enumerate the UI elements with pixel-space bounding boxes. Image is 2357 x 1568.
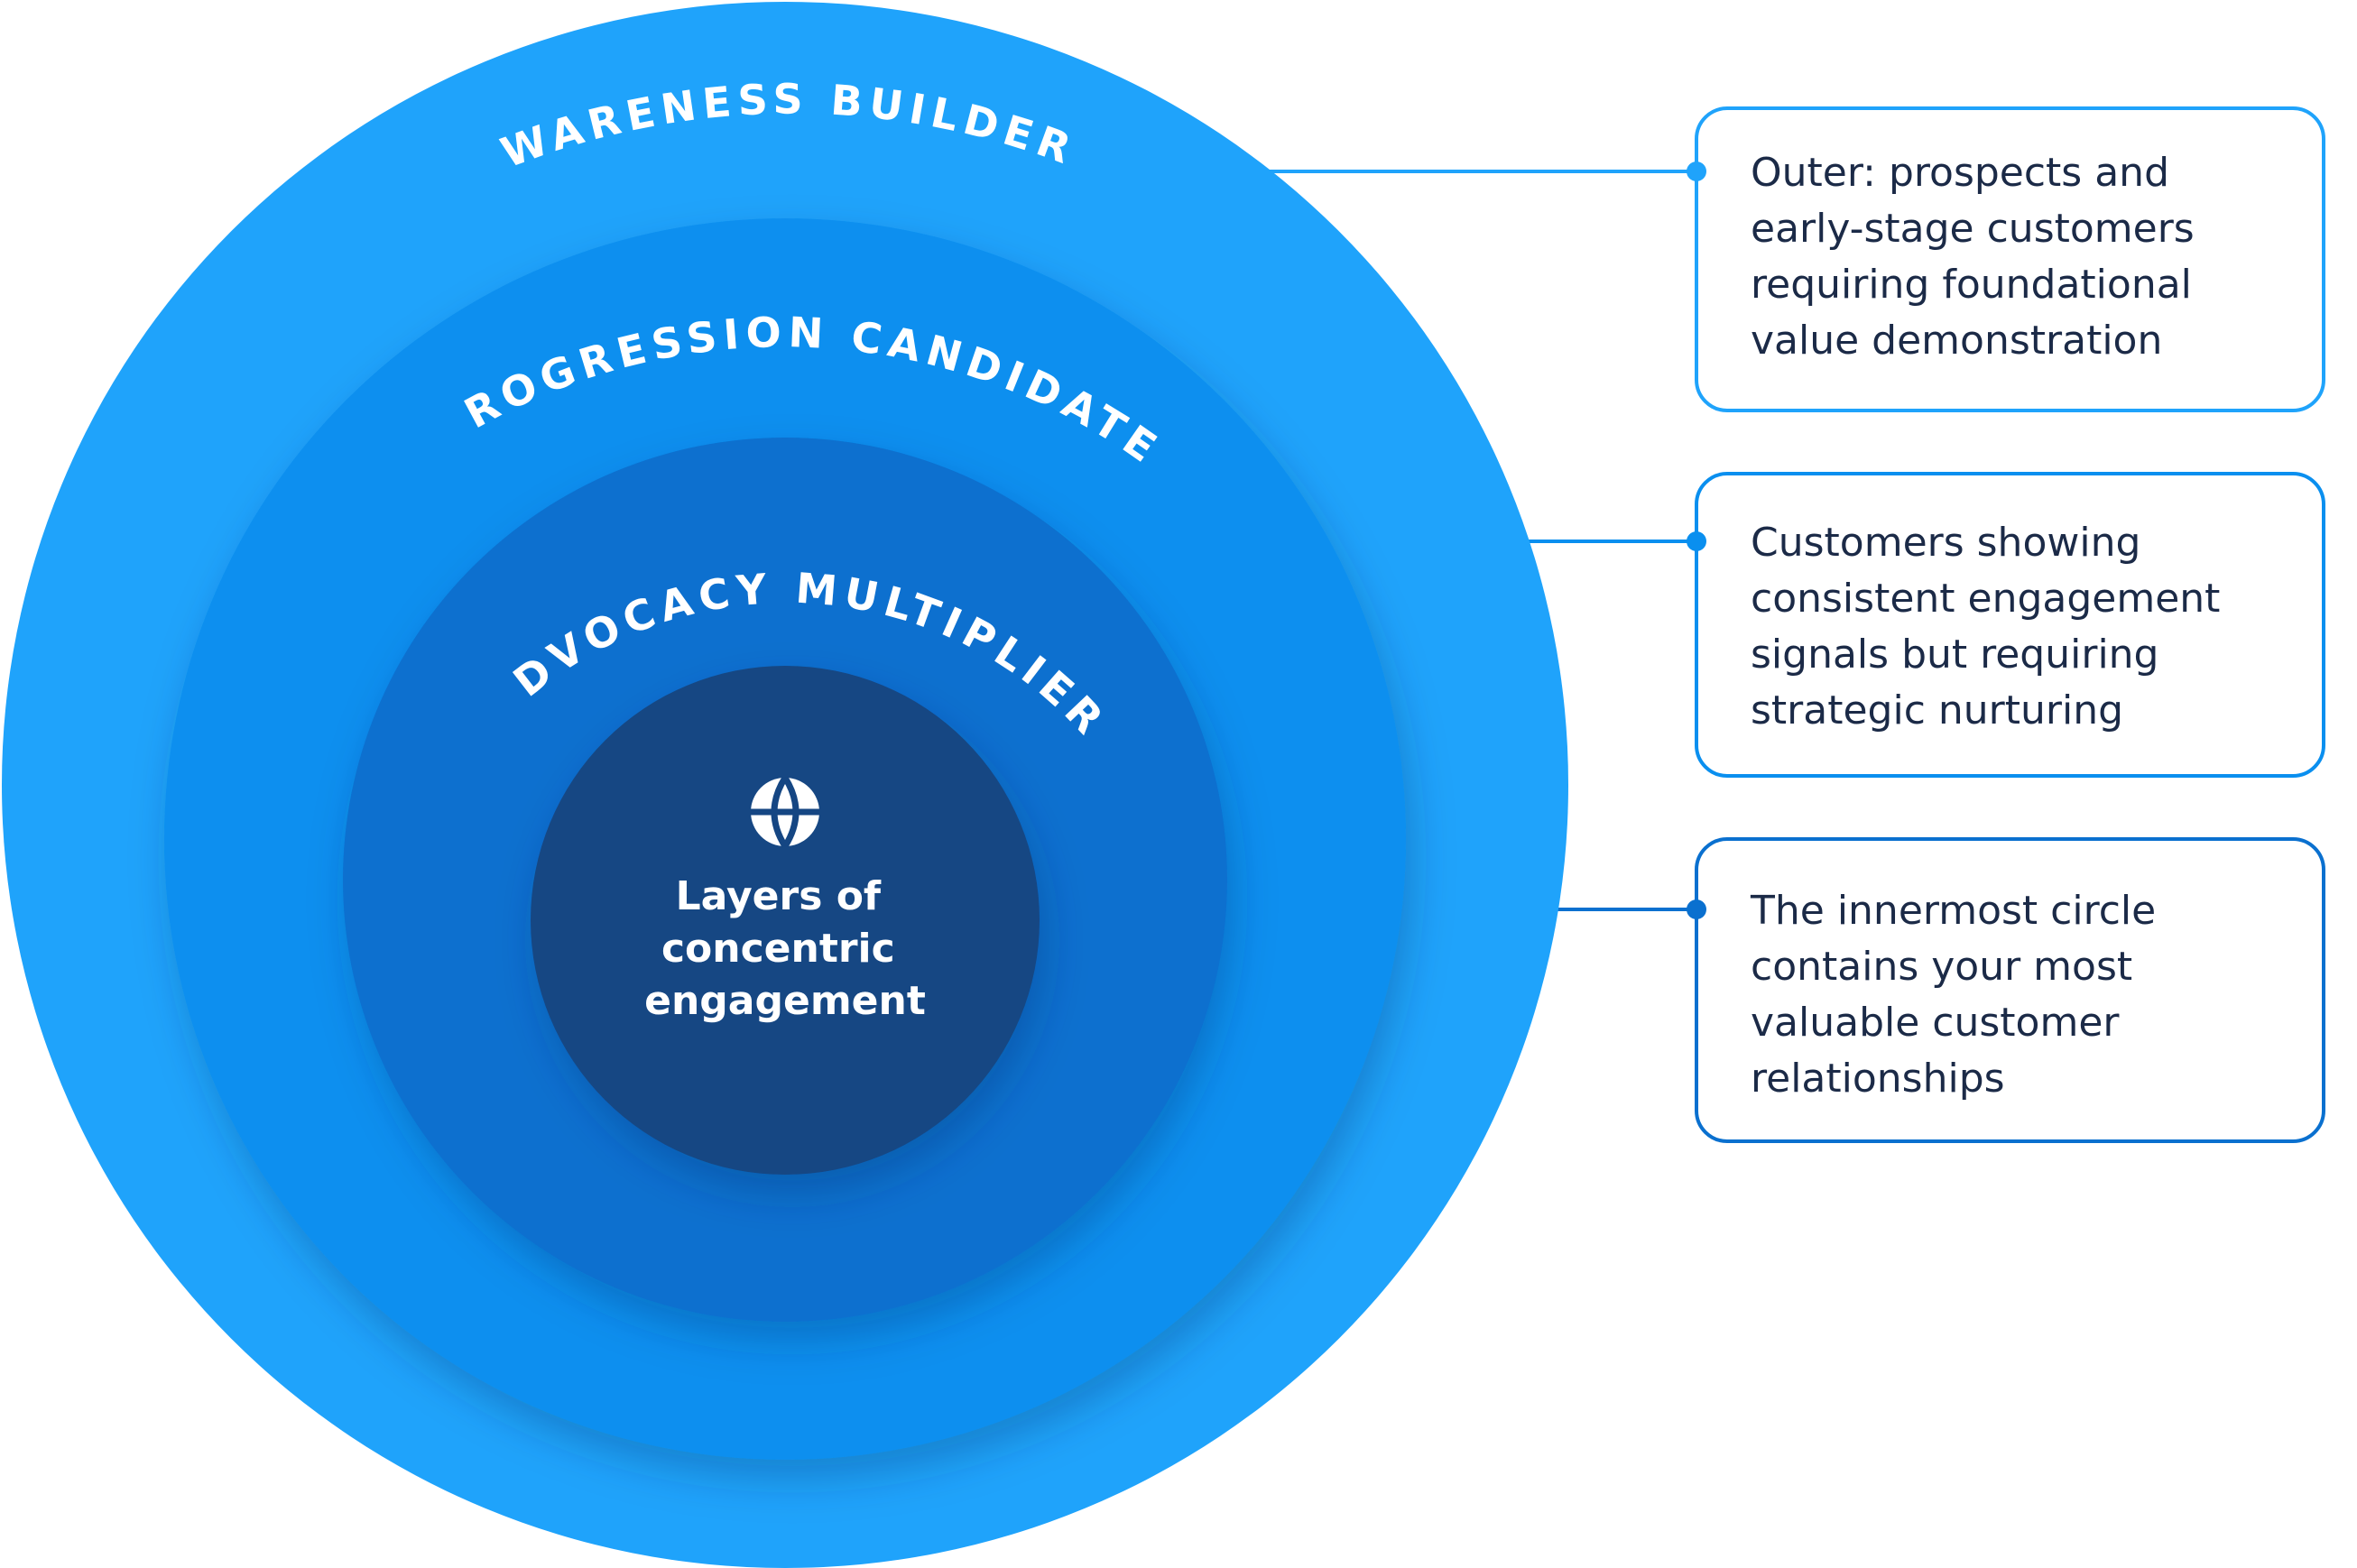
callout-inner: The innermost circle contains your most … — [1687, 837, 2325, 1143]
callout-outer-text: Outer: prospects and early-stage custome… — [1751, 150, 2207, 364]
callout-outer-line-1: Outer: prospects and — [1751, 150, 2169, 196]
center-title-line-2: concentric — [661, 926, 895, 972]
globe-icon — [751, 776, 819, 848]
callout-middle-line-2: consistent engagement — [1751, 576, 2220, 622]
center-title: Layers of concentric engagement — [644, 873, 926, 1024]
center-title-line-3: engagement — [644, 978, 926, 1024]
callout-inner-line-4: relationships — [1751, 1056, 2005, 1102]
callout-outer-dot — [1687, 161, 1706, 181]
center-circle — [531, 666, 1040, 1175]
callout-middle-text: Customers showing consistent engagement … — [1751, 520, 2232, 733]
center-title-line-1: Layers of — [676, 873, 882, 919]
callout-outer: Outer: prospects and early-stage custome… — [1687, 106, 2325, 412]
callout-outer-line-4: value demonstration — [1751, 318, 2162, 364]
callout-outer-line-3: requiring foundational — [1751, 262, 2192, 308]
callout-middle-line-3: signals but requiring — [1751, 632, 2158, 678]
callout-inner-line-1: The innermost circle — [1750, 888, 2156, 934]
callout-middle-dot — [1687, 531, 1706, 551]
callout-middle: Customers showing consistent engagement … — [1687, 472, 2325, 778]
callout-middle-line-1: Customers showing — [1751, 520, 2140, 566]
callout-outer-line-2: early-stage customers — [1751, 206, 2195, 252]
callout-inner-line-2: contains your most — [1751, 944, 2132, 990]
callout-inner-line-3: valuable customer — [1751, 1000, 2120, 1046]
callout-middle-line-4: strategic nurturing — [1751, 687, 2123, 733]
callout-inner-dot — [1687, 899, 1706, 919]
callout-inner-text: The innermost circle contains your most … — [1750, 888, 2168, 1102]
